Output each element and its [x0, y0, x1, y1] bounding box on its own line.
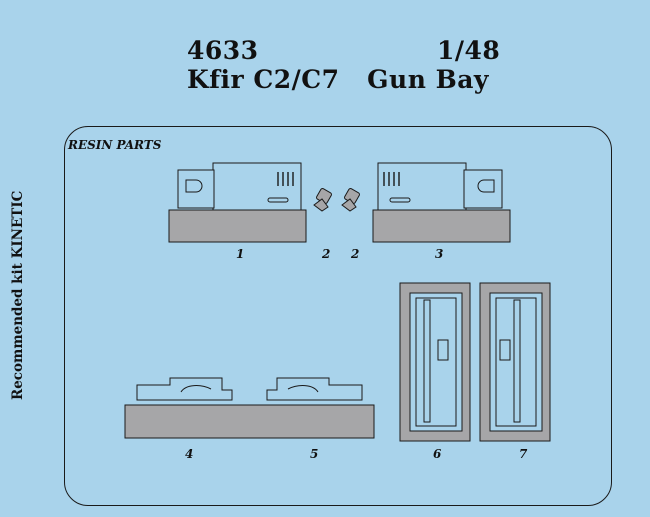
part-7-drawing	[479, 282, 551, 442]
part-number-6: 6	[433, 447, 442, 461]
part-number-1: 1	[236, 247, 245, 261]
parts-4-5-base	[124, 404, 375, 439]
part-number-4: 4	[185, 447, 194, 461]
part-number-3: 3	[435, 247, 444, 261]
part-3-base	[372, 209, 511, 243]
kit-code: 4633	[187, 36, 259, 65]
parts-frame	[64, 126, 612, 506]
parts-4-5-drawing	[124, 377, 375, 439]
kit-title: Kfir C2/C7 Gun Bay	[187, 65, 489, 94]
part-3-drawing	[372, 162, 511, 243]
part-number-2b: 2	[351, 247, 360, 261]
part-1-base	[168, 209, 307, 243]
part-1-drawing	[168, 162, 307, 243]
part-number-2a: 2	[322, 247, 331, 261]
part-6-drawing	[399, 282, 471, 442]
part-2b-drawing	[341, 188, 360, 212]
part-number-7: 7	[519, 447, 528, 461]
scale-label: 1/48	[437, 36, 501, 65]
part-number-5: 5	[310, 447, 319, 461]
part-2a-drawing	[313, 188, 332, 212]
resin-parts-label: RESIN PARTS	[68, 138, 162, 152]
